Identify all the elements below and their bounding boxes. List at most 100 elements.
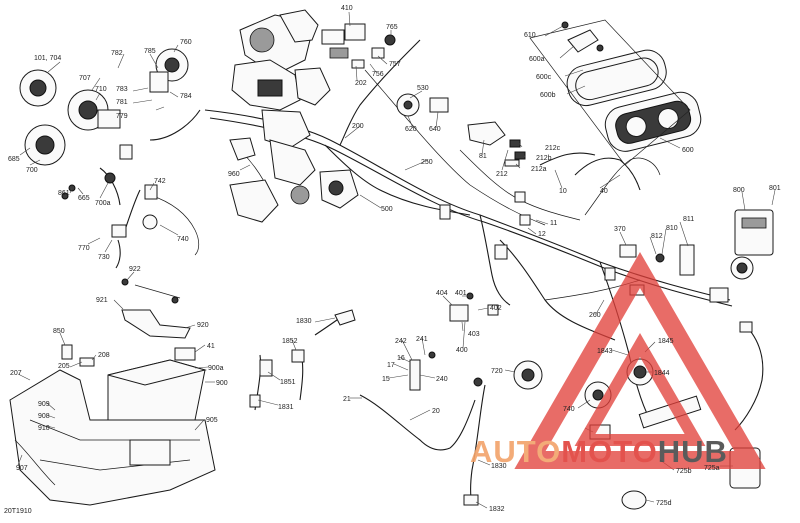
callout-620[interactable]: 620 <box>405 126 417 133</box>
callout-725b[interactable]: 725b <box>676 468 692 475</box>
callout-730[interactable]: 730 <box>98 254 110 261</box>
callout-640[interactable]: 640 <box>429 126 441 133</box>
callout-725d[interactable]: 725d <box>656 500 672 507</box>
callout-720[interactable]: 720 <box>491 368 503 375</box>
callout-40[interactable]: 40 <box>600 188 608 195</box>
callout-212b[interactable]: 212b <box>536 155 552 162</box>
callout-11[interactable]: 11 <box>550 220 557 227</box>
callout-700[interactable]: 700 <box>26 167 38 174</box>
callout-1844[interactable]: 1844 <box>654 370 670 377</box>
callout-700a[interactable]: 700a <box>95 200 111 207</box>
callout-900[interactable]: 900 <box>216 380 228 387</box>
callout-202[interactable]: 202 <box>355 80 367 87</box>
callout-740-right[interactable]: 740 <box>563 406 575 413</box>
callout-861[interactable]: 861 <box>58 190 70 197</box>
callout-765[interactable]: 765 <box>386 24 398 31</box>
callout-600c[interactable]: 600c <box>536 74 552 81</box>
callout-370[interactable]: 370 <box>614 226 626 233</box>
callout-921[interactable]: 921 <box>96 297 108 304</box>
callout-907[interactable]: 907 <box>16 465 28 472</box>
callout-779[interactable]: 779 <box>116 113 128 120</box>
callout-757[interactable]: 757 <box>389 61 401 68</box>
callout-905[interactable]: 905 <box>206 417 218 424</box>
callout-101-704[interactable]: 101, 704 <box>34 55 61 62</box>
callout-801[interactable]: 801 <box>769 185 781 192</box>
watermark-text-moto: MOTO <box>561 434 657 469</box>
callout-910[interactable]: 910 <box>38 425 50 432</box>
diagram-id: 20T1910 <box>4 508 32 515</box>
callout-784[interactable]: 784 <box>180 93 192 100</box>
callout-1851[interactable]: 1851 <box>280 379 296 386</box>
callout-530[interactable]: 530 <box>417 85 429 92</box>
part-shapes <box>9 9 774 510</box>
callout-785[interactable]: 785 <box>144 48 156 55</box>
callout-600[interactable]: 600 <box>682 147 694 154</box>
callout-600a[interactable]: 600a <box>529 56 545 63</box>
callout-770[interactable]: 770 <box>78 245 90 252</box>
callout-1845[interactable]: 1845 <box>658 338 674 345</box>
callout-41[interactable]: 41 <box>207 343 215 350</box>
callout-404[interactable]: 404 <box>436 290 448 297</box>
callout-81[interactable]: 81 <box>479 153 487 160</box>
callout-960[interactable]: 960 <box>228 171 240 178</box>
callout-17[interactable]: 17 <box>387 362 395 369</box>
callout-740[interactable]: 740 <box>177 236 189 243</box>
callout-16[interactable]: 16 <box>397 355 405 362</box>
callout-402[interactable]: 402 <box>490 305 502 312</box>
callout-1852[interactable]: 1852 <box>282 338 298 345</box>
callout-908[interactable]: 908 <box>38 413 50 420</box>
callout-403[interactable]: 403 <box>468 331 480 338</box>
callout-600b[interactable]: 600b <box>540 92 556 99</box>
callout-1831[interactable]: 1831 <box>278 404 294 411</box>
callout-21[interactable]: 21 <box>343 396 351 403</box>
callout-240[interactable]: 240 <box>436 376 448 383</box>
callout-665[interactable]: 665 <box>78 195 90 202</box>
callout-212[interactable]: 212 <box>496 171 508 178</box>
callout-207[interactable]: 207 <box>10 370 22 377</box>
callout-400[interactable]: 400 <box>456 347 468 354</box>
callout-20[interactable]: 20 <box>432 408 440 415</box>
callout-781[interactable]: 781 <box>116 99 128 106</box>
callout-685[interactable]: 685 <box>8 156 20 163</box>
callout-12[interactable]: 12 <box>538 231 546 238</box>
callout-212a[interactable]: 212a <box>531 166 547 173</box>
callout-212c[interactable]: 212c <box>545 145 561 152</box>
callout-909[interactable]: 909 <box>38 401 50 408</box>
callout-783[interactable]: 783 <box>116 86 128 93</box>
callout-500[interactable]: 500 <box>381 206 393 213</box>
callout-1832[interactable]: 1832 <box>489 506 505 513</box>
callout-922[interactable]: 922 <box>129 266 141 273</box>
callout-812[interactable]: 812 <box>651 233 663 240</box>
callout-811[interactable]: 811 <box>683 216 694 223</box>
callout-707[interactable]: 707 <box>79 75 91 82</box>
callout-725a[interactable]: 725a <box>704 465 720 472</box>
callout-742[interactable]: 742 <box>154 178 166 185</box>
callout-205[interactable]: 205 <box>58 363 70 370</box>
callout-610[interactable]: 610 <box>524 32 536 39</box>
watermark-triangle-outer <box>514 252 766 469</box>
callout-1830-bottom[interactable]: 1830 <box>491 463 507 470</box>
callout-756[interactable]: 756 <box>372 71 384 78</box>
callout-200[interactable]: 200 <box>352 123 364 130</box>
callout-782[interactable]: 782 <box>111 50 123 57</box>
callout-1830-top[interactable]: 1830 <box>296 318 312 325</box>
callout-260[interactable]: 260 <box>589 312 601 319</box>
callout-10[interactable]: 10 <box>559 188 567 195</box>
callout-850[interactable]: 850 <box>53 328 65 335</box>
callout-810[interactable]: 810 <box>666 225 678 232</box>
callout-241[interactable]: 241 <box>416 336 428 343</box>
watermark-text-auto: AUTO <box>470 434 561 469</box>
callout-250[interactable]: 250 <box>421 159 433 166</box>
callout-800[interactable]: 800 <box>733 187 745 194</box>
callout-920[interactable]: 920 <box>197 322 209 329</box>
callout-900a[interactable]: 900a <box>208 365 224 372</box>
callout-760[interactable]: 760 <box>180 39 192 46</box>
callout-1843[interactable]: 1843 <box>597 348 613 355</box>
callout-710[interactable]: 710 <box>95 86 107 93</box>
callout-208[interactable]: 208 <box>98 352 110 359</box>
callout-242[interactable]: 242 <box>395 338 407 345</box>
callout-401[interactable]: 401 <box>455 290 467 297</box>
callout-15[interactable]: 15 <box>382 376 390 383</box>
watermark: AUTOMOTOHUB <box>470 252 766 469</box>
callout-410[interactable]: 410 <box>341 5 353 12</box>
